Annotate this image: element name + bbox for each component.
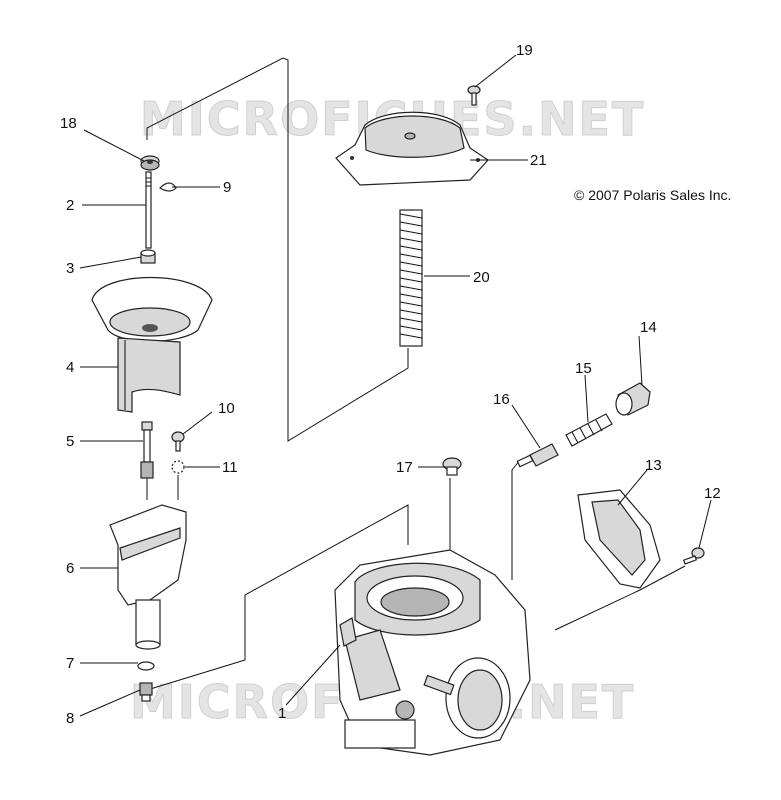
callout-3: 3: [66, 260, 74, 277]
part-16-plunger: [516, 443, 559, 468]
part-8-main-jet: [139, 682, 153, 702]
callout-17: 17: [396, 459, 413, 476]
part-5-needle-jet: [140, 421, 154, 479]
callout-10: 10: [218, 400, 235, 417]
part-21-top-cover: [335, 111, 489, 186]
part-19-screw: [467, 85, 481, 106]
callout-7: 7: [66, 655, 74, 672]
part-3-spacer: [140, 249, 156, 264]
callout-5: 5: [66, 433, 74, 450]
leader-lines: [79, 54, 712, 717]
part-15-spring: [565, 413, 613, 447]
callout-20: 20: [473, 269, 490, 286]
part-11-lock-washer: [171, 460, 185, 474]
copyright-text: © 2007 Polaris Sales Inc.: [574, 187, 731, 203]
callout-2: 2: [66, 197, 74, 214]
part-12-screw: [682, 547, 705, 565]
callout-1: 1: [278, 705, 286, 722]
part-13-side-cover: [577, 489, 661, 589]
callout-20-21: 21: [530, 152, 547, 169]
callout-16: 16: [493, 391, 510, 408]
part-14-cap: [615, 382, 651, 416]
part-4-diaphragm-slide: [91, 277, 213, 413]
callout-19: 19: [516, 42, 533, 59]
part-6-holder: [109, 504, 187, 650]
part-10-screw: [171, 431, 185, 452]
callout-8: 8: [66, 710, 74, 727]
part-20-spring: [399, 209, 423, 347]
callout-6: 6: [66, 560, 74, 577]
callout-13: 13: [645, 457, 662, 474]
callout-11: 11: [222, 459, 238, 476]
callout-4: 4: [66, 359, 74, 376]
part-17-screw: [442, 457, 462, 476]
callout-15: 15: [575, 360, 592, 377]
callout-14: 14: [640, 319, 657, 336]
callout-9: 9: [223, 179, 231, 196]
callout-labels: 1 2 3 4 5 6 7 8 9 10 11 12 13 14 15 16 1…: [60, 42, 721, 727]
callout-12: 12: [704, 485, 721, 502]
callout-18: 18: [60, 115, 77, 132]
part-7-o-ring: [137, 661, 155, 671]
part-1-carburetor-body: [334, 549, 531, 756]
part-18-washer: [140, 155, 160, 171]
part-9-clip: [159, 182, 177, 192]
part-2-needle: [145, 171, 152, 249]
